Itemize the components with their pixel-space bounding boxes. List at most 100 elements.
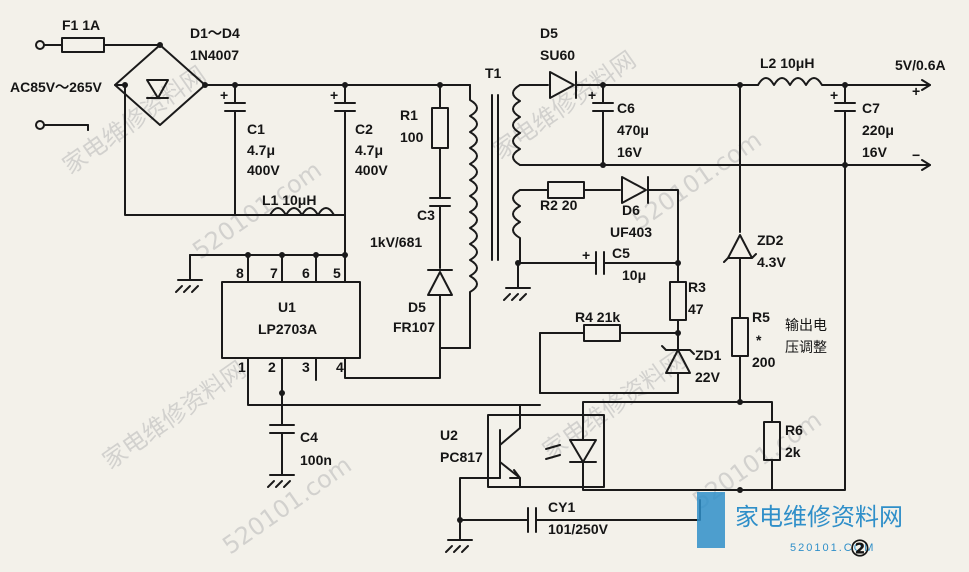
label-u2: U2	[440, 427, 458, 443]
logo-text: 家电维修资料网	[735, 503, 903, 531]
snubber: R1 100 C3 1kV/681 D5 FR107	[370, 84, 471, 349]
diode-d5	[549, 71, 577, 99]
label-ac-input: AC85V～265V	[10, 79, 102, 95]
label-cy1-val: 101/250V	[548, 521, 609, 537]
label-d1d4-part: 1N4007	[190, 47, 239, 63]
label-zd2-val: 4.3V	[757, 254, 786, 270]
svg-text:+: +	[330, 87, 338, 103]
label-d6: D6	[622, 202, 640, 218]
ac-input-section: F1 1A D1～D4 1N4007 AC85V～265V	[10, 17, 471, 216]
svg-text:+: +	[588, 87, 596, 103]
label-r5: R5	[752, 309, 770, 325]
label-t1: T1	[485, 65, 502, 81]
label-f1: F1 1A	[62, 17, 100, 33]
ac-terminal-bottom	[35, 120, 45, 130]
label-r1: R1	[400, 107, 418, 123]
auxiliary-supply: + R2 20 D6 UF403 C5 10μ R3 47	[503, 176, 706, 346]
u1-pin-5: 5	[333, 265, 341, 281]
capacitor-cy1: CY1 101/250V	[445, 499, 701, 553]
label-r3: R3	[688, 279, 706, 295]
label-zd1-val: 22V	[695, 369, 721, 385]
svg-text:+: +	[582, 247, 590, 263]
label-r1-val: 100	[400, 129, 424, 145]
label-c2: C2	[355, 121, 373, 137]
label-c4: C4	[300, 429, 318, 445]
watermark-text: 家电维修资料网	[537, 346, 691, 465]
label-zd2: ZD2	[757, 232, 784, 248]
label-r5-star: *	[756, 332, 762, 348]
ac-terminal-top	[35, 40, 45, 50]
bridge-rectifier	[114, 44, 206, 126]
u1-pin-3: 3	[302, 359, 310, 375]
label-zd1: ZD1	[695, 347, 722, 363]
label-c7: C7	[862, 100, 880, 116]
label-c5-val: 10μ	[622, 267, 646, 283]
label-c2-val: 4.7μ	[355, 142, 383, 158]
label-r4: R4 21k	[575, 309, 620, 325]
ic-u1: 8 7 6 5 U1 LP2703A 1 2 3 4 C4 100n	[175, 214, 541, 488]
svg-text:+: +	[830, 87, 838, 103]
label-r5-val: 200	[752, 354, 776, 370]
u1-pin-2: 2	[268, 359, 276, 375]
label-d5b-part: FR107	[393, 319, 435, 335]
logo-url: 520101.COM	[790, 542, 875, 554]
label-d1d4: D1～D4	[190, 25, 240, 41]
output-regulation: ZD2 4.3V R5 * 200 输出电 压调整 R6 2k	[723, 84, 846, 493]
u1-pin-8: 8	[236, 265, 244, 281]
label-c6-v: 16V	[617, 144, 643, 160]
label-l2: L2 10μH	[760, 55, 814, 71]
label-c1: C1	[247, 121, 265, 137]
label-c6-val: 470μ	[617, 122, 649, 138]
feedback-zener: R4 21k ZD1 22V	[539, 309, 722, 394]
label-r2: R2 20	[540, 197, 578, 213]
label-c4-val: 100n	[300, 452, 332, 468]
label-c5: C5	[612, 245, 630, 261]
transformer-t1: T1	[469, 65, 521, 349]
resistor-r3	[669, 281, 687, 321]
u1-pin-4: 4	[336, 359, 344, 375]
watermark-text: 家电维修资料网	[97, 356, 251, 475]
input-filter: + + C1 4.7μ 400V C2 4.7μ 400V L1 10μH	[220, 84, 388, 216]
optocoupler-u2: U2 PC817	[440, 401, 741, 523]
label-l1: L1 10μH	[262, 192, 316, 208]
label-c2-v: 400V	[355, 162, 388, 178]
label-r6-val: 2k	[785, 444, 801, 460]
label-u1: U1	[278, 299, 296, 315]
u2-body	[487, 414, 605, 488]
inductor-l1	[269, 207, 335, 216]
u1-pin-7: 7	[270, 265, 278, 281]
label-c1-v: 400V	[247, 162, 280, 178]
figure-number: ②	[850, 536, 870, 561]
resistor-r4	[583, 324, 621, 342]
u1-body	[221, 281, 361, 359]
label-r6: R6	[785, 422, 803, 438]
logo-mark	[697, 492, 725, 548]
label-c1-val: 4.7μ	[247, 142, 275, 158]
resistor-r5	[731, 317, 749, 357]
u1-pin-1: 1	[238, 359, 246, 375]
label-c3: C3	[417, 207, 435, 223]
label-d5b: D5	[408, 299, 426, 315]
label-output: 5V/0.6A	[895, 57, 946, 73]
resistor-r1	[431, 107, 449, 149]
label-c7-val: 220μ	[862, 122, 894, 138]
label-cy1: CY1	[548, 499, 575, 515]
site-logo: 家电维修资料网 520101.COM ②	[697, 492, 903, 561]
label-r3-val: 47	[688, 301, 704, 317]
svg-text:+: +	[220, 87, 228, 103]
u1-pin-6: 6	[302, 265, 310, 281]
label-d6-part: UF403	[610, 224, 652, 240]
secondary-output: + + D5 SU60 C6 470μ 16V L2 10μH 5V/0.6A …	[519, 25, 946, 171]
resistor-r2	[547, 181, 585, 199]
label-u1-part: LP2703A	[258, 321, 317, 337]
label-d5: D5	[540, 25, 558, 41]
label-c7-v: 16V	[862, 144, 888, 160]
label-d5-part: SU60	[540, 47, 575, 63]
watermarks: 家电维修资料网 520101.com 家电维修资料网 520101.com 家电…	[57, 46, 826, 560]
label-adjust-2: 压调整	[785, 339, 827, 355]
label-u2-part: PC817	[440, 449, 483, 465]
fuse-f1	[61, 37, 105, 53]
label-c3-val: 1kV/681	[370, 234, 422, 250]
